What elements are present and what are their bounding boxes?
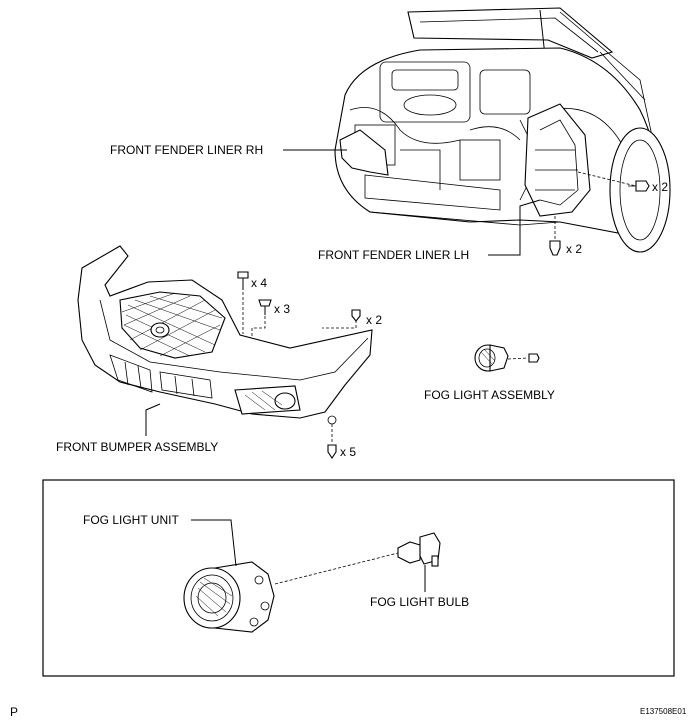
page-mark: P: [10, 705, 18, 719]
label-front-fender-liner-rh: FRONT FENDER LINER RH: [110, 143, 263, 157]
fender-liner-lh: [524, 103, 591, 217]
qty-bumper-clip-bottom: x 5: [340, 445, 356, 459]
fog-light-assembly-illustration: [474, 344, 509, 372]
label-fog-light-unit: FOG LIGHT UNIT: [83, 513, 179, 527]
bolt-icon: [237, 271, 249, 290]
qty-bumper-bolt-top: x 4: [251, 276, 267, 290]
vehicle-front-illustration: [334, 7, 671, 253]
label-fog-light-bulb: FOG LIGHT BULB: [370, 595, 469, 609]
screw-icon: [528, 353, 540, 363]
clip-icon: [351, 309, 361, 322]
fog-light-unit-illustration: [183, 561, 275, 633]
leader-fog-light-unit: [191, 519, 237, 567]
clip-icon: [549, 240, 561, 256]
label-front-fender-liner-lh: FRONT FENDER LINER LH: [318, 248, 469, 262]
fender-liner-rh: [339, 129, 389, 176]
qty-bumper-screw-top: x 3: [274, 302, 290, 316]
clip-icon: [327, 444, 337, 459]
label-fog-light-assembly: FOG LIGHT ASSEMBLY: [424, 388, 555, 402]
front-bumper-illustration: [77, 245, 373, 425]
screw-icon: [258, 299, 272, 315]
qty-bumper-clip-side: x 2: [366, 313, 382, 327]
figure-id: E137508E01: [640, 707, 687, 716]
screw-icon: [628, 180, 650, 192]
leader-fender-lh: [488, 199, 541, 256]
qty-fender-screw-rh: x 2: [652, 180, 668, 194]
qty-fender-clip-lh: x 2: [566, 242, 582, 256]
detail-inset-box: [42, 479, 675, 677]
fog-light-bulb-illustration: [397, 532, 441, 567]
leader-front-bumper: [145, 403, 161, 436]
label-front-bumper-assembly: FRONT BUMPER ASSEMBLY: [56, 440, 218, 454]
